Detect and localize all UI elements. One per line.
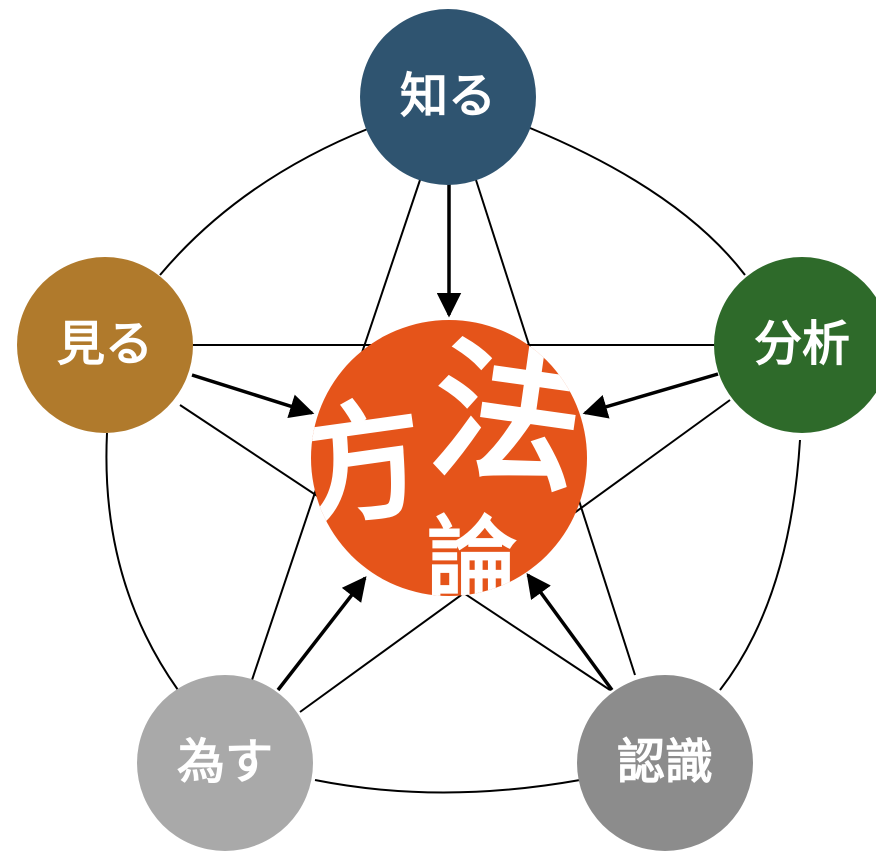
arrow-from-left xyxy=(191,373,315,419)
node-top-circle xyxy=(360,9,536,185)
logo-char-3: 論 xyxy=(427,507,517,612)
center-logo-circle xyxy=(311,320,587,596)
arrow-from-right xyxy=(582,372,719,419)
node-right-label: 分析 xyxy=(754,316,850,372)
outer-ring xyxy=(105,127,801,794)
arrow-from-bottomleft xyxy=(276,576,367,692)
node-left-circle xyxy=(17,257,193,433)
logo-char-2: 法 xyxy=(420,323,593,516)
logo-char-1: 方 xyxy=(284,381,434,550)
ring-arc-bottomleft-left xyxy=(105,432,179,691)
node-bottom-right-circle xyxy=(577,675,753,851)
ring-arc-top-right xyxy=(529,127,746,276)
node-top: 知る xyxy=(360,9,536,185)
node-right-circle xyxy=(714,257,876,433)
node-bottom-left-circle xyxy=(137,675,313,851)
arrows xyxy=(191,182,719,692)
node-bottom-right: 認識 xyxy=(577,675,753,851)
ring-arc-bottom xyxy=(314,779,581,794)
node-left-label: 見る xyxy=(57,316,153,372)
node-top-label: 知る xyxy=(400,68,496,124)
node-left: 見る xyxy=(17,257,193,433)
node-bottom-left: 為す xyxy=(137,675,313,851)
arrow-from-bottomright xyxy=(526,573,614,692)
node-bottom-left-label: 為す xyxy=(177,734,273,790)
ring-arc-left-top xyxy=(159,127,371,276)
ring-arc-right-bottomright xyxy=(719,439,801,691)
node-bottom-right-label: 認識 xyxy=(617,734,713,790)
center-logo: 方 法 論 xyxy=(284,320,593,612)
node-right: 分析 xyxy=(714,257,876,433)
